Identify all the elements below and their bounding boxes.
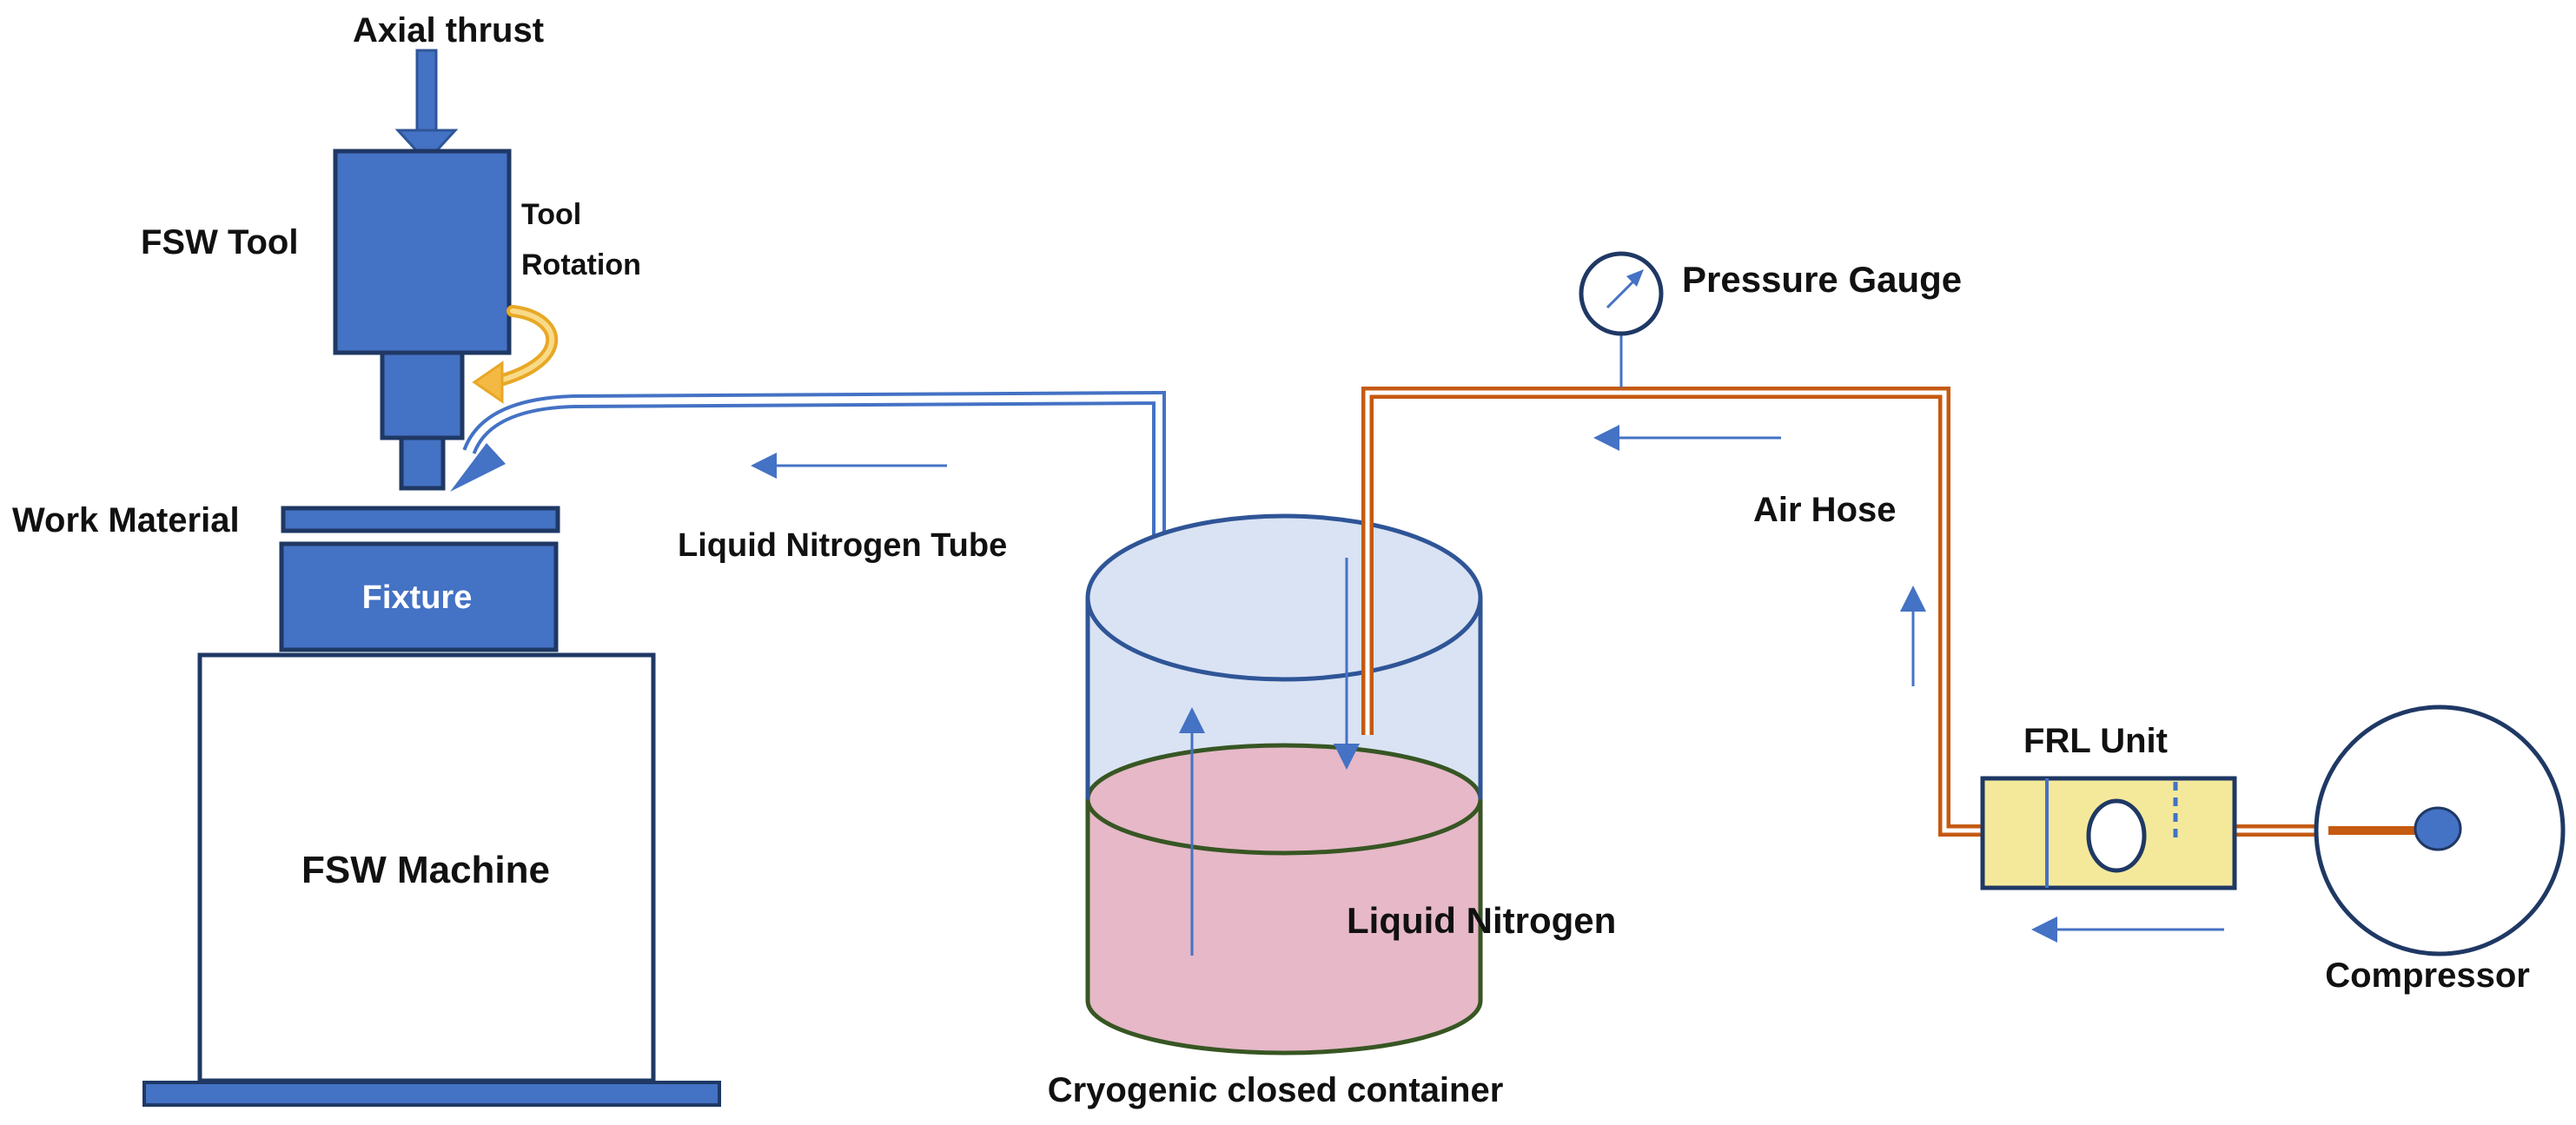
label-liquid-nitrogen: Liquid Nitrogen <box>1347 900 1616 941</box>
label-frl-unit: FRL Unit <box>2023 722 2168 760</box>
machine-base <box>142 1081 721 1107</box>
liquid-nitrogen-body <box>1088 799 1480 1053</box>
liquid-nitrogen-tube <box>450 390 1166 999</box>
liquid-nitrogen-surface <box>1085 743 1483 856</box>
label-liquid-nitrogen-tube: Liquid Nitrogen Tube <box>678 527 1007 564</box>
label-work-material: Work Material <box>12 501 240 539</box>
label-tool-rotation-line1: Tool <box>521 198 581 231</box>
cryogenic-container <box>1085 513 1483 1056</box>
label-fixture: Fixture <box>362 579 473 616</box>
axial-thrust-arrow <box>394 49 459 164</box>
work-material <box>281 506 560 533</box>
frl-unit <box>1980 776 2237 890</box>
label-cryogenic-container: Cryogenic closed container <box>1048 1071 1504 1109</box>
tool-rotation-arrow-icon <box>472 305 559 404</box>
label-fsw-machine: FSW Machine <box>301 849 550 891</box>
label-tool-rotation-line2: Rotation <box>521 248 641 281</box>
label-fsw-tool: FSW Tool <box>141 223 298 261</box>
label-pressure-gauge: Pressure Gauge <box>1682 259 1962 300</box>
label-axial-thrust: Axial thrust <box>353 11 544 50</box>
air-hose <box>1361 387 2328 837</box>
fsw-machine <box>197 652 656 1083</box>
fsw-tool <box>333 149 512 491</box>
compressor-icon <box>2314 705 2566 956</box>
pressure-gauge-icon <box>1579 251 1664 387</box>
label-air-hose: Air Hose <box>1753 491 1897 529</box>
label-compressor: Compressor <box>2325 956 2530 995</box>
fixture <box>279 541 559 652</box>
